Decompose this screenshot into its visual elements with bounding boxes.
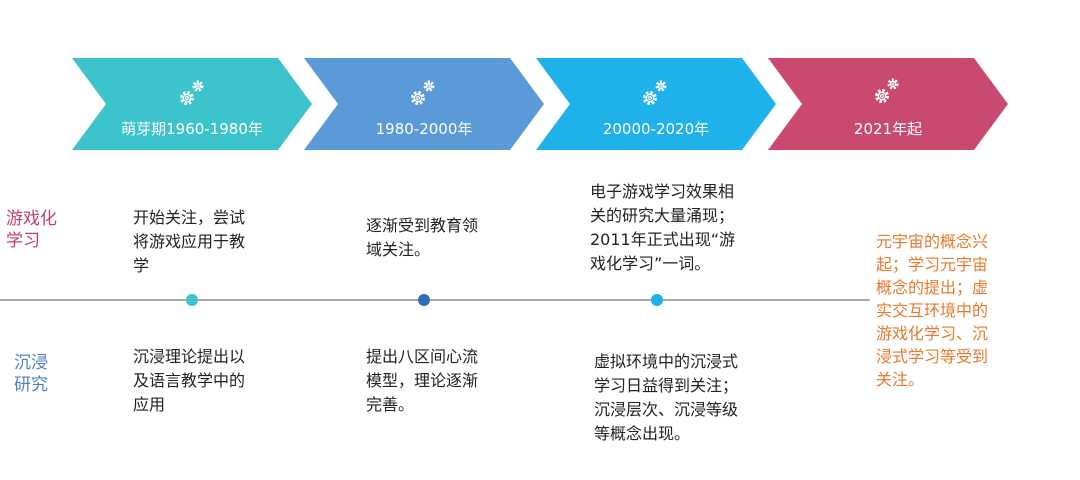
stage-label-4: 2021年起 [854, 120, 922, 138]
cell-immersion-stage-3: 虚拟环境中的沉浸式学习日益得到关注；沉浸层次、沉浸等级等概念出现。 [594, 352, 739, 443]
stage-banner-4: 2021年起 [768, 58, 1008, 150]
stage-banner-2: 1980-2000年 [304, 58, 544, 150]
cell-gamification-stage-3: 电子游戏学习效果相关的研究大量涌现；2011年正式出现“游戏化学习”一词。 [590, 182, 736, 273]
cell-immersion-stage-2: 提出八区间心流模型，理论逐渐完善。 [366, 347, 479, 414]
cell-immersion-stage-1: 沉浸理论提出以及语言教学中的应用 [133, 347, 246, 414]
cell-gamification-stage-2: 逐渐受到教育领域关注。 [366, 216, 479, 259]
stage-label-1: 萌芽期1960-1980年 [121, 120, 263, 138]
cell-merged-stage-4: 元宇宙的概念兴起；学习元宇宙概念的提出；虚实交互环境中的游戏化学习、沉浸式学习等… [876, 232, 989, 389]
timeline-dot-3 [651, 294, 663, 306]
stage-label-2: 1980-2000年 [376, 120, 473, 138]
row-label-immersion-research: 沉浸研究 [14, 353, 48, 395]
timeline-dot-2 [418, 294, 430, 306]
stage-label-3: 20000-2020年 [603, 120, 709, 138]
row-label-gamification-learning: 游戏化学习 [6, 209, 57, 251]
cell-gamification-stage-1: 开始关注，尝试将游戏应用于教学 [133, 208, 246, 275]
stage-banner-1: 萌芽期1960-1980年 [72, 58, 312, 150]
stage-banner-3: 20000-2020年 [536, 58, 776, 150]
timeline-dot-1 [186, 294, 198, 306]
